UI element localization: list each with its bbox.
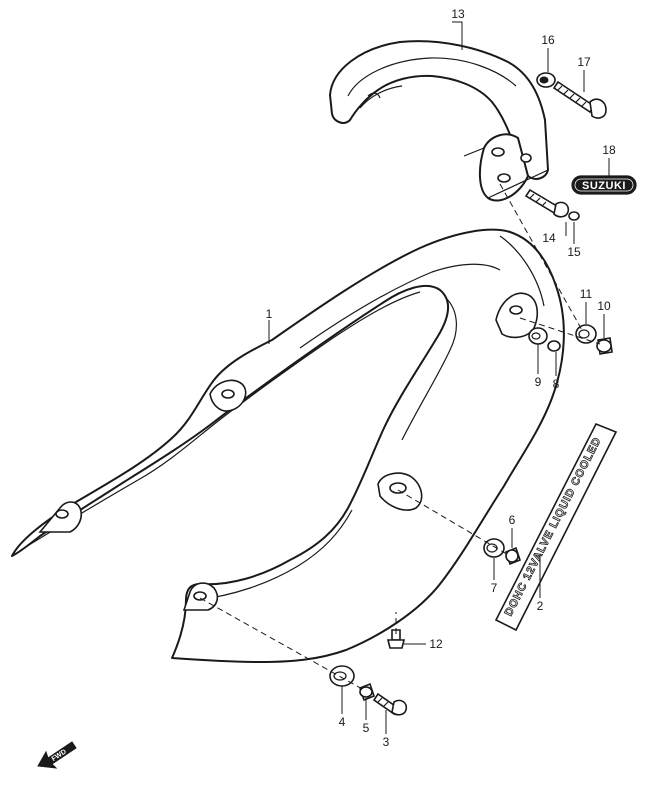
callout-5: 5: [363, 721, 370, 735]
callouts: 1 2 3 4 5 6 7 8 9 10 11 12 13 14 15 16 1…: [266, 7, 616, 749]
callout-4: 4: [339, 715, 346, 729]
callout-14: 14: [542, 231, 556, 245]
grommet-7: [483, 538, 505, 558]
callout-8: 8: [553, 377, 560, 391]
callout-10: 10: [597, 299, 611, 313]
grommet-4: [329, 665, 355, 687]
callout-6: 6: [509, 513, 516, 527]
collar-6: [505, 546, 521, 566]
callout-12: 12: [429, 637, 443, 651]
emblem-text: SUZUKI: [582, 180, 626, 192]
bolt-17: [552, 80, 607, 119]
callout-13: 13: [451, 7, 465, 21]
callout-15: 15: [567, 245, 581, 259]
bolt-3: [372, 692, 408, 716]
washer-16: [536, 72, 556, 88]
collar-5: [359, 682, 375, 702]
callout-11: 11: [580, 287, 593, 301]
seat-tail-cover: [11, 228, 565, 663]
washer-15: [568, 211, 580, 221]
grab-rail: [329, 40, 549, 202]
fwd-arrow-icon: FWD: [37, 741, 77, 769]
leader-lines: [268, 21, 610, 734]
assembly-lines: [199, 183, 601, 691]
collar-10: [596, 337, 613, 355]
callout-17: 17: [577, 55, 591, 69]
callout-7: 7: [491, 581, 498, 595]
callout-1: 1: [266, 307, 273, 321]
clip-12: [386, 629, 406, 649]
grommet-11: [575, 324, 597, 344]
callout-9: 9: [535, 375, 542, 389]
callout-18: 18: [602, 143, 616, 157]
callout-3: 3: [383, 735, 390, 749]
grommet-9: [528, 327, 548, 345]
callout-2: 2: [537, 599, 544, 613]
callout-16: 16: [541, 33, 555, 47]
collar-8: [547, 340, 561, 352]
suzuki-emblem: SUZUKI: [571, 175, 637, 195]
bolt-14: [524, 188, 570, 218]
fwd-label: FWD: [51, 748, 68, 763]
